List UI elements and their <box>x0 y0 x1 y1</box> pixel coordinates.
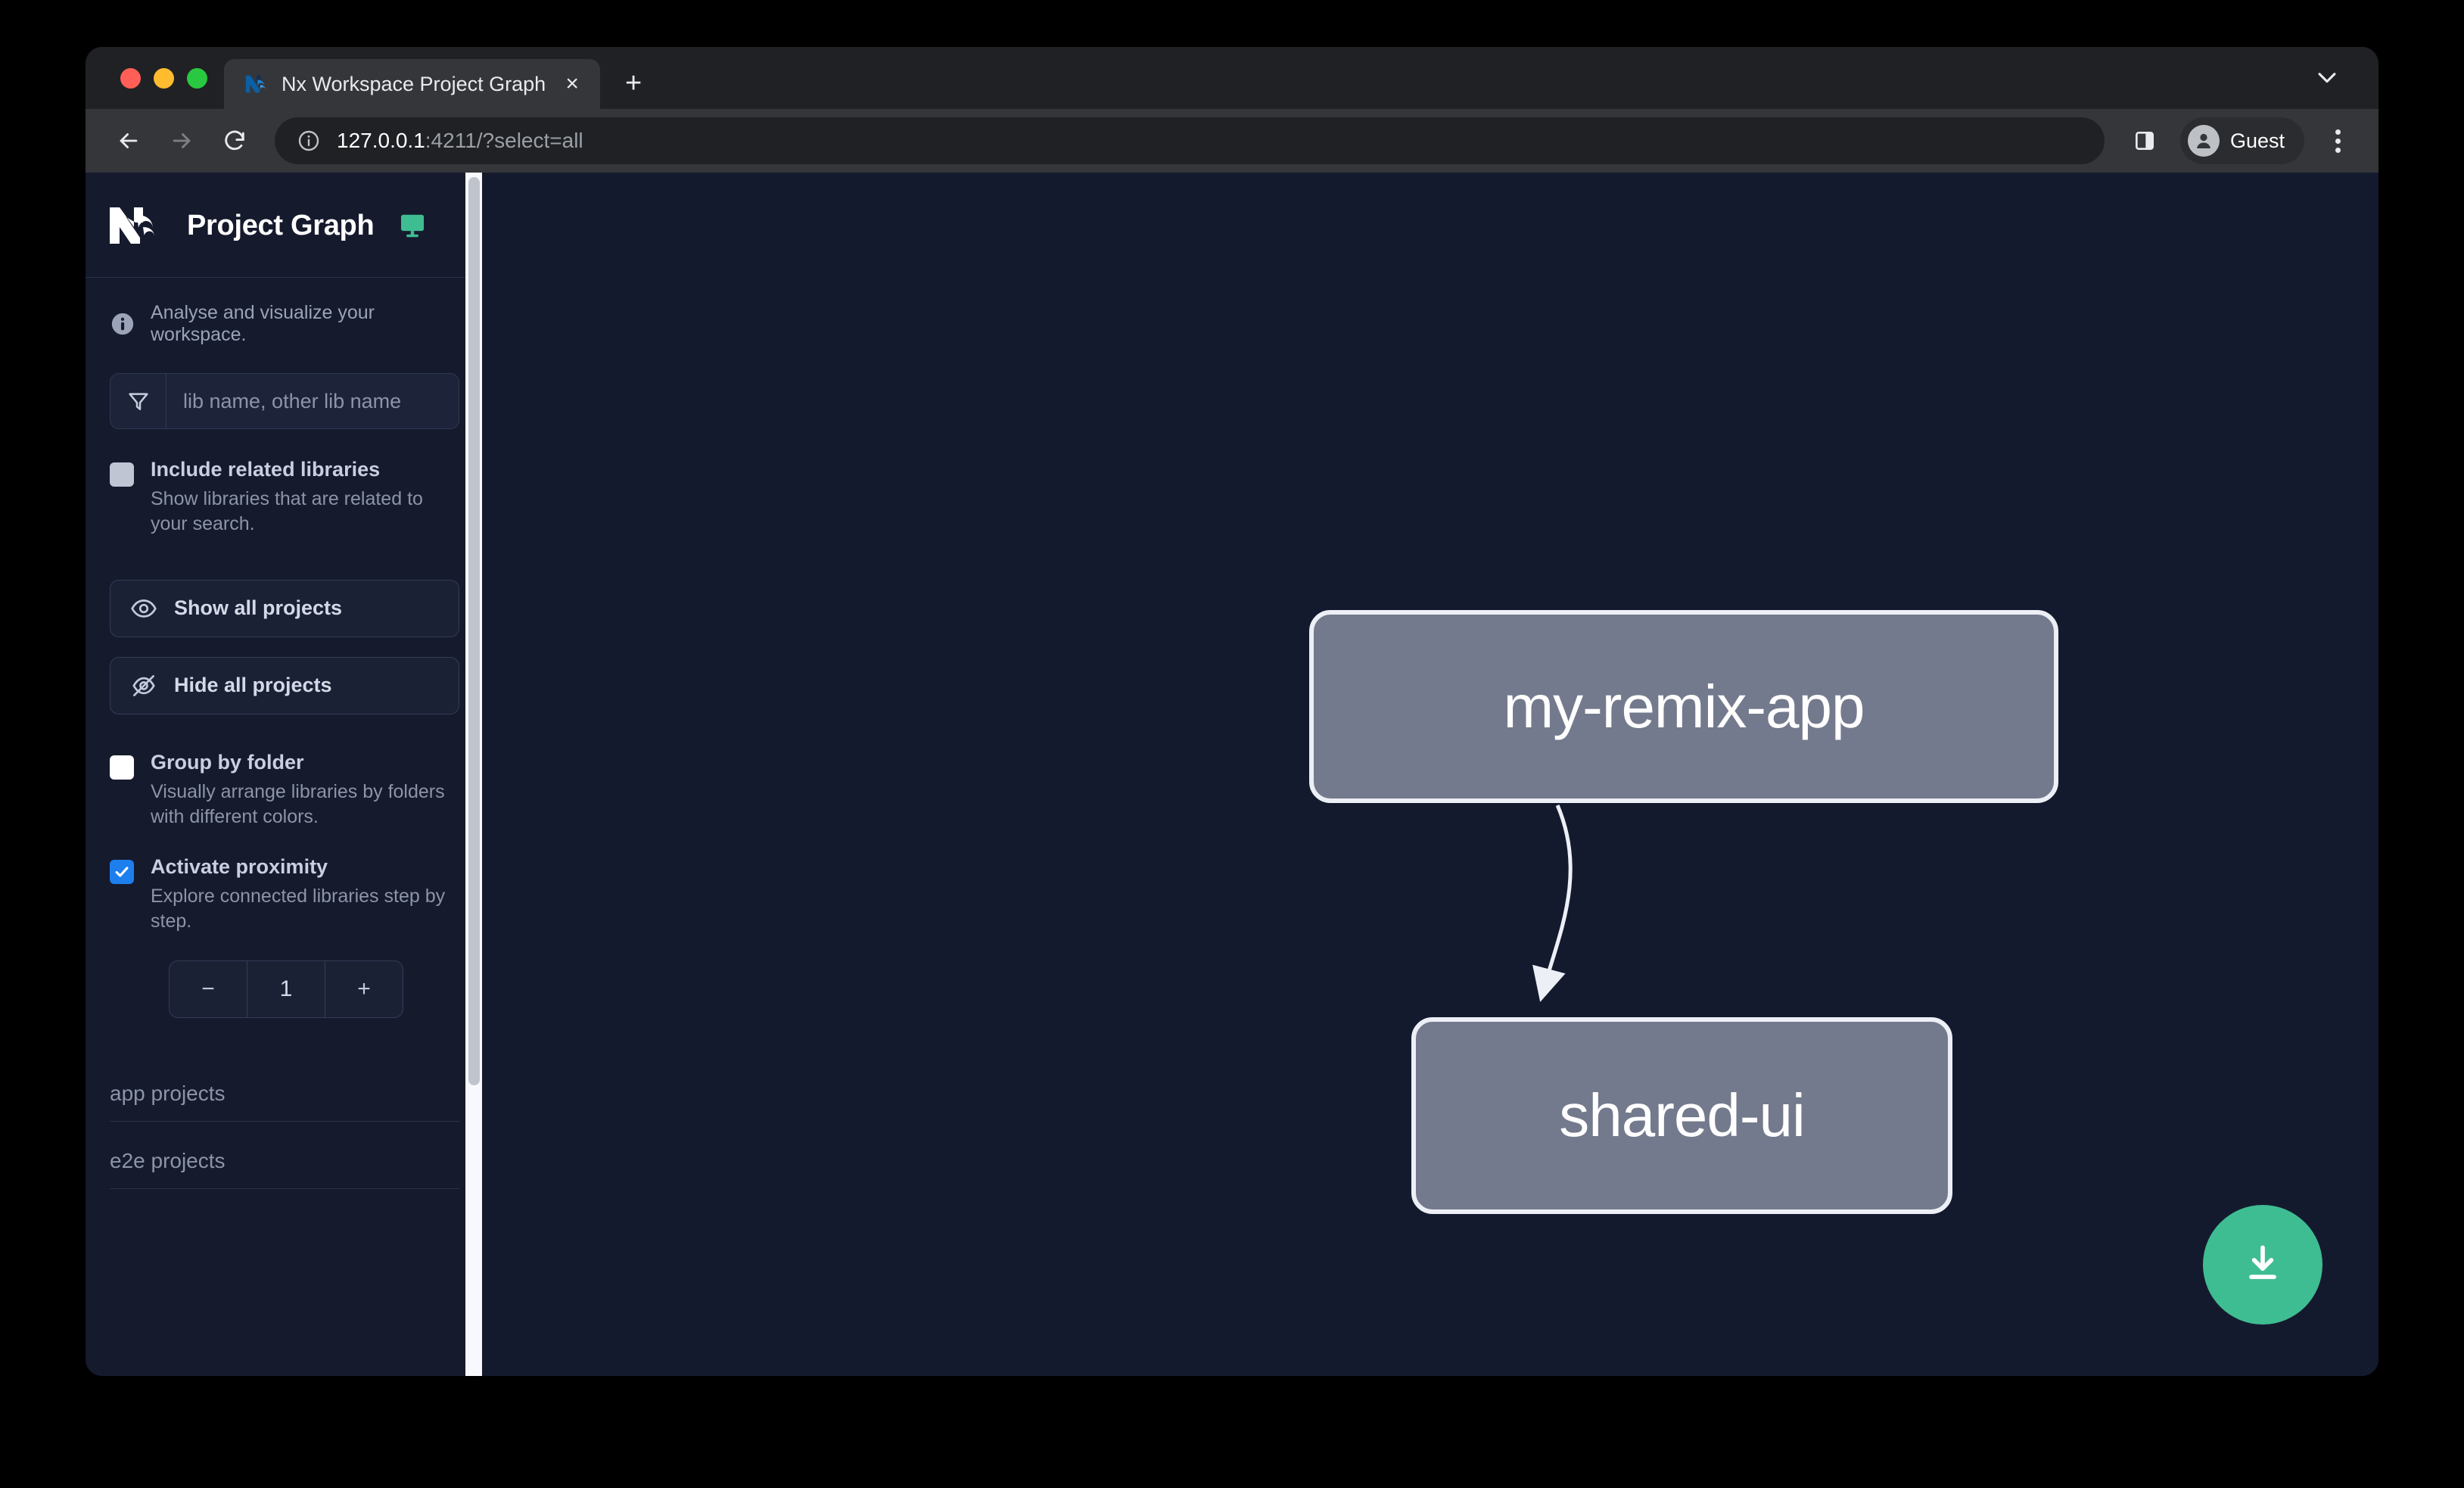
button-label: Show all projects <box>174 596 343 619</box>
check-mark-icon <box>115 867 129 877</box>
forward-arrow-icon[interactable] <box>158 117 205 164</box>
avatar <box>2187 125 2220 157</box>
new-tab-button[interactable]: + <box>625 67 642 99</box>
option-group-by-folder[interactable]: Group by folder Visually arrange librari… <box>110 751 459 830</box>
three-dot-menu-icon[interactable] <box>2316 120 2359 162</box>
hide-all-projects-button[interactable]: Hide all projects <box>110 656 459 714</box>
graph-node-shared-ui[interactable]: shared-ui <box>1411 1017 1952 1214</box>
download-graph-button[interactable] <box>2203 1205 2322 1325</box>
address-bar[interactable]: 127.0.0.1:4211/?select=all <box>275 117 2105 164</box>
sidebar-header: Project Graph <box>86 173 482 277</box>
download-icon <box>2239 1240 2286 1290</box>
sidebar-scrollbar-thumb[interactable] <box>468 177 480 1085</box>
minimize-window-button[interactable] <box>154 67 174 89</box>
browser-window: Nx Workspace Project Graph × + <box>86 47 2378 1376</box>
url-path: :4211/?select=all <box>425 129 583 152</box>
search-input[interactable]: lib name, other lib name <box>110 373 459 429</box>
eye-icon <box>130 595 157 622</box>
nx-favicon <box>244 71 269 97</box>
page-title: Project Graph <box>187 209 375 241</box>
tab-strip: Nx Workspace Project Graph × + <box>86 47 2378 109</box>
tab-title: Nx Workspace Project Graph <box>282 72 546 95</box>
proximity-increment-button[interactable]: + <box>357 976 371 1001</box>
button-label: Hide all projects <box>174 674 332 696</box>
split-view-icon[interactable] <box>2123 119 2167 163</box>
checkbox-include-related-libraries[interactable] <box>110 462 134 487</box>
project-sections: app projects e2e projects <box>86 1054 482 1189</box>
browser-toolbar: 127.0.0.1:4211/?select=all Guest <box>86 109 2378 173</box>
option-description: Visually arrange libraries by folders wi… <box>151 780 445 827</box>
window-traffic-lights <box>104 47 224 109</box>
option-label: Activate proximity <box>151 855 328 878</box>
page-content: Project Graph <box>86 173 2378 1376</box>
graph-node-my-remix-app[interactable]: my-remix-app <box>1309 610 2058 803</box>
info-icon <box>110 311 135 337</box>
section-e2e-projects[interactable]: e2e projects <box>110 1122 459 1189</box>
close-tab-button[interactable]: × <box>565 71 579 96</box>
proximity-decrement-button[interactable]: − <box>201 976 215 1001</box>
tagline: Analyse and visualize your workspace. <box>151 302 375 345</box>
maximize-window-button[interactable] <box>187 67 207 89</box>
profile-button[interactable]: Guest <box>2179 117 2304 164</box>
option-description: Show libraries that are related to your … <box>151 488 423 535</box>
url-text: 127.0.0.1:4211/?select=all <box>337 129 583 153</box>
profile-name: Guest <box>2229 129 2285 152</box>
filter-funnel-icon <box>110 374 166 428</box>
chevron-down-icon[interactable] <box>2310 61 2344 94</box>
checkbox-activate-proximity[interactable] <box>110 860 134 884</box>
info-circle-icon[interactable] <box>296 128 322 154</box>
option-label: Group by folder <box>151 750 304 774</box>
eye-off-icon <box>130 672 157 699</box>
divider <box>86 277 482 278</box>
project-graph-canvas[interactable]: my-remix-app shared-ui <box>482 173 2378 1376</box>
checkbox-group-by-folder[interactable] <box>110 755 134 780</box>
nx-logo <box>108 204 166 247</box>
edge-my-remix-app-to-shared-ui <box>1532 805 1573 1002</box>
close-window-button[interactable] <box>120 67 141 89</box>
monitor-icon[interactable] <box>398 211 427 240</box>
url-host: 127.0.0.1 <box>337 129 425 152</box>
proximity-value: 1 <box>247 960 325 1017</box>
reload-icon[interactable] <box>211 117 258 164</box>
option-include-related-libraries[interactable]: Include related libraries Show libraries… <box>110 458 459 537</box>
browser-tab[interactable]: Nx Workspace Project Graph × <box>224 59 601 109</box>
back-arrow-icon[interactable] <box>105 117 152 164</box>
proximity-stepper[interactable]: − 1 + <box>169 960 403 1018</box>
sidebar-body: lib name, other lib name Include related… <box>86 369 482 1018</box>
sidebar: Project Graph <box>86 173 482 1376</box>
option-description: Explore connected libraries step by step… <box>151 886 446 932</box>
tagline-row: Analyse and visualize your workspace. <box>86 278 482 369</box>
option-activate-proximity[interactable]: Activate proximity Explore connected lib… <box>110 855 459 935</box>
option-label: Include related libraries <box>151 458 381 481</box>
show-all-projects-button[interactable]: Show all projects <box>110 579 459 637</box>
section-app-projects[interactable]: app projects <box>110 1054 459 1122</box>
sidebar-scrollbar[interactable] <box>465 173 482 1376</box>
graph-edges <box>1532 805 1573 1002</box>
search-placeholder: lib name, other lib name <box>183 389 402 412</box>
